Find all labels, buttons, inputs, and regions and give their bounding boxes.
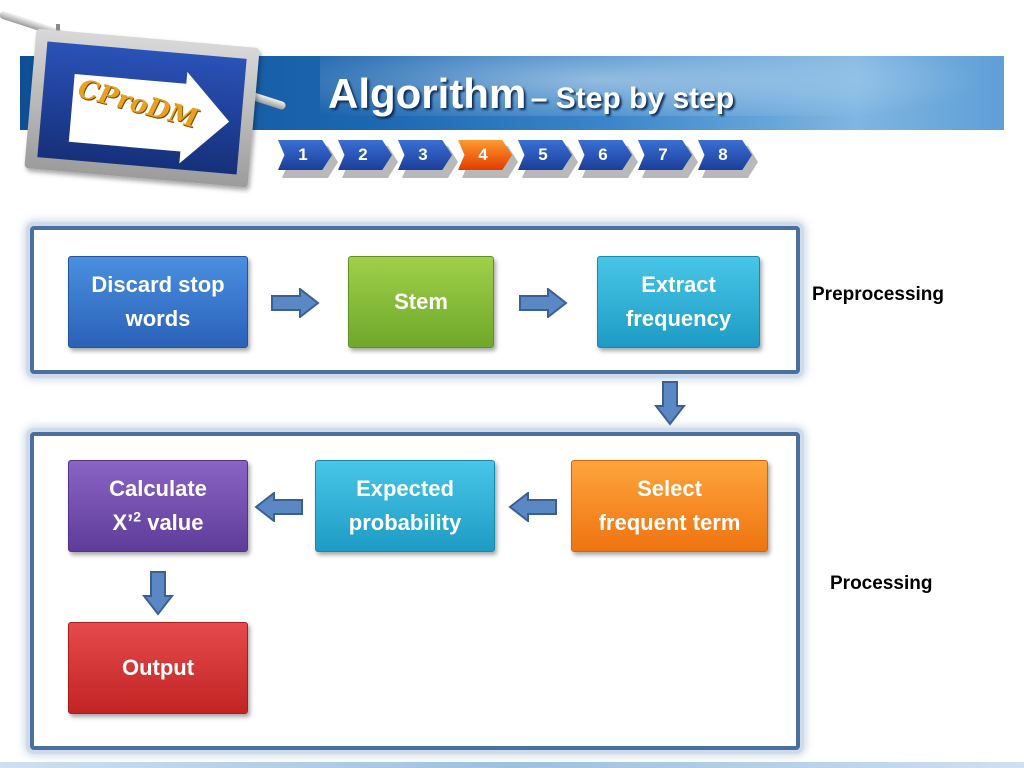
- step-tab-7[interactable]: 7: [638, 138, 698, 178]
- preprocessing-label: Preprocessing: [812, 284, 944, 305]
- logo-sign: CProDM: [24, 28, 260, 188]
- extract-frequency-box: Extract frequency: [597, 256, 760, 348]
- output-box: Output: [68, 622, 248, 714]
- page-title: Algorithm – Step by step: [328, 70, 734, 130]
- discard-stop-words-box: Discard stop words: [68, 256, 248, 348]
- calculate-x2-tail: value: [141, 510, 204, 535]
- stem-box: Stem: [348, 256, 494, 348]
- logo-arrow-icon: [68, 71, 230, 164]
- right-arrow-icon: [271, 288, 320, 318]
- right-arrow-icon: [519, 288, 568, 318]
- step-tab-2[interactable]: 2: [338, 138, 398, 178]
- step-tab-label: 8: [698, 140, 752, 170]
- processing-label: Processing: [830, 573, 933, 594]
- step-tab-5[interactable]: 5: [518, 138, 578, 178]
- step-tab-label: 7: [638, 140, 692, 170]
- title-sub: – Step by step: [530, 82, 735, 115]
- footer-line: [0, 762, 1024, 768]
- calculate-x2-text: Calculate X’2 value: [109, 472, 207, 540]
- select-frequent-term-box: Select frequent term: [571, 460, 768, 552]
- calculate-x2-box: Calculate X’2 value: [68, 460, 248, 552]
- step-tab-4[interactable]: 4: [458, 138, 518, 178]
- step-tab-label: 4: [458, 140, 512, 170]
- step-tab-label: 5: [518, 140, 572, 170]
- step-tab-label: 6: [578, 140, 632, 170]
- down-arrow-icon: [142, 571, 174, 616]
- step-tab-8[interactable]: 8: [698, 138, 758, 178]
- calculate-x2-superscript: 2: [133, 508, 142, 525]
- expected-probability-box: Expected probability: [315, 460, 495, 552]
- calculate-x2-main: Calculate X’: [109, 476, 207, 535]
- left-arrow-icon: [508, 492, 557, 522]
- down-arrow-icon: [654, 381, 686, 426]
- step-tabs: 1 2 3 4 5 6 7 8: [278, 138, 758, 184]
- step-tab-label: 3: [398, 140, 452, 170]
- step-tab-3[interactable]: 3: [398, 138, 458, 178]
- step-tab-label: 1: [278, 140, 332, 170]
- step-tab-1[interactable]: 1: [278, 138, 338, 178]
- logo-sign-panel: CProDM: [37, 41, 247, 175]
- step-tab-6[interactable]: 6: [578, 138, 638, 178]
- step-tab-label: 2: [338, 140, 392, 170]
- left-arrow-icon: [254, 492, 303, 522]
- title-main: Algorithm: [328, 70, 527, 117]
